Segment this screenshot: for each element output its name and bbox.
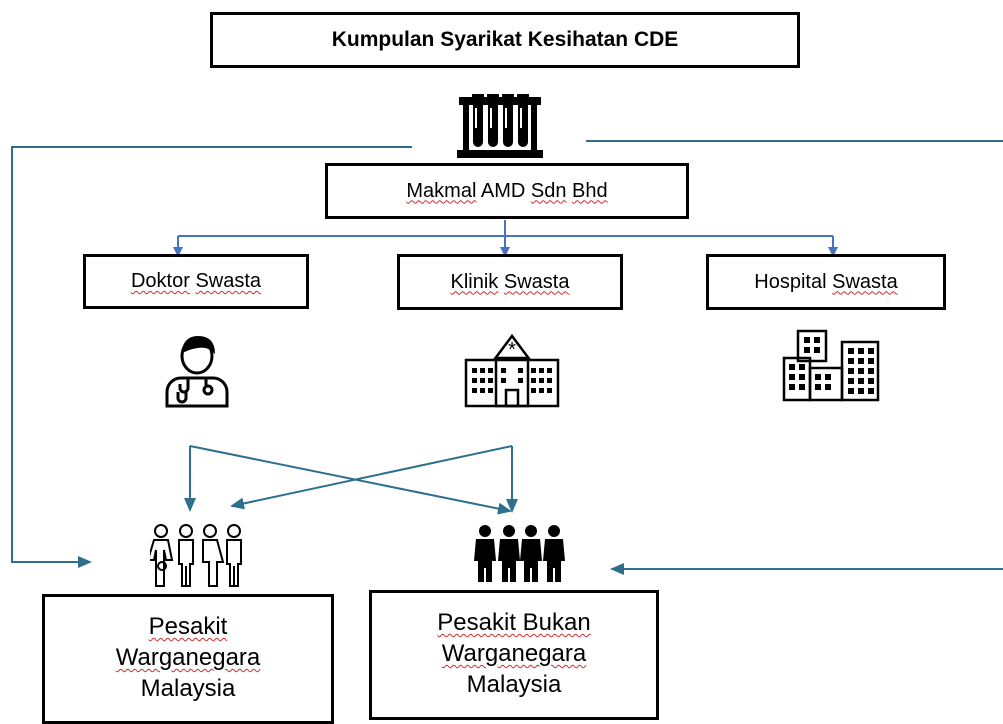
clinic-icon: * [464, 333, 560, 408]
family-icon [150, 524, 242, 587]
company-title: Kumpulan Syarikat Kesihatan CDE [331, 28, 679, 51]
lab-to-non-malaysian-patients-connector [586, 140, 1003, 575]
clinic-to-patients-connector [230, 445, 518, 513]
doctor-icon [165, 336, 229, 408]
private-hospital-label: Hospital Swasta [754, 270, 898, 293]
company-title-box: Kumpulan Syarikat Kesihatan CDE [210, 12, 800, 68]
malaysian-patients-box: Pesakit Warganegara Malaysia [42, 594, 334, 724]
test-tubes-icon [457, 94, 543, 158]
lab-branch-connector [173, 220, 838, 257]
svg-text:*: * [508, 339, 516, 361]
non-malaysian-patients-label: Pesakit Bukan Warganegara Malaysia [437, 609, 591, 698]
doctor-to-patients-connector [184, 445, 512, 515]
lab-name: Makmal AMD Sdn Bhd [406, 179, 608, 202]
lab-to-malaysian-patients-connector [11, 146, 412, 568]
private-clinic-box: Klinik Swasta [397, 254, 623, 310]
group-people-icon [474, 525, 565, 582]
malaysian-patients-label: Pesakit Warganegara Malaysia [115, 613, 261, 702]
hospital-buildings-icon [782, 329, 880, 402]
private-doctor-label: Doktor Swasta [130, 270, 262, 292]
private-doctor-box: Doktor Swasta [83, 254, 309, 309]
lab-box: Makmal AMD Sdn Bhd [325, 163, 689, 219]
private-clinic-label: Klinik Swasta [450, 270, 570, 293]
non-malaysian-patients-box: Pesakit Bukan Warganegara Malaysia [369, 590, 659, 720]
private-hospital-box: Hospital Swasta [706, 254, 946, 310]
